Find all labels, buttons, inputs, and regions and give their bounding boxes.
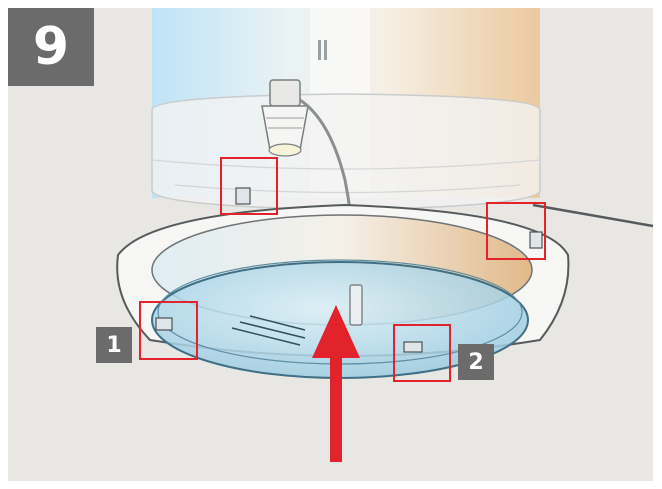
highlight-box-clip-1	[139, 301, 198, 360]
step-number-badge: 9	[8, 8, 94, 86]
power-cable	[532, 203, 654, 228]
clip-details	[155, 187, 543, 353]
highlight-box-top-left	[220, 157, 278, 215]
callout-label-1: 1	[96, 327, 132, 363]
callout-label-2: 2	[458, 344, 494, 380]
lamp-bulb	[261, 79, 309, 157]
insert-direction-arrow	[312, 305, 360, 462]
highlight-box-top-right	[486, 202, 546, 260]
highlight-box-clip-2	[393, 324, 451, 382]
highlight-boxes	[139, 157, 546, 382]
